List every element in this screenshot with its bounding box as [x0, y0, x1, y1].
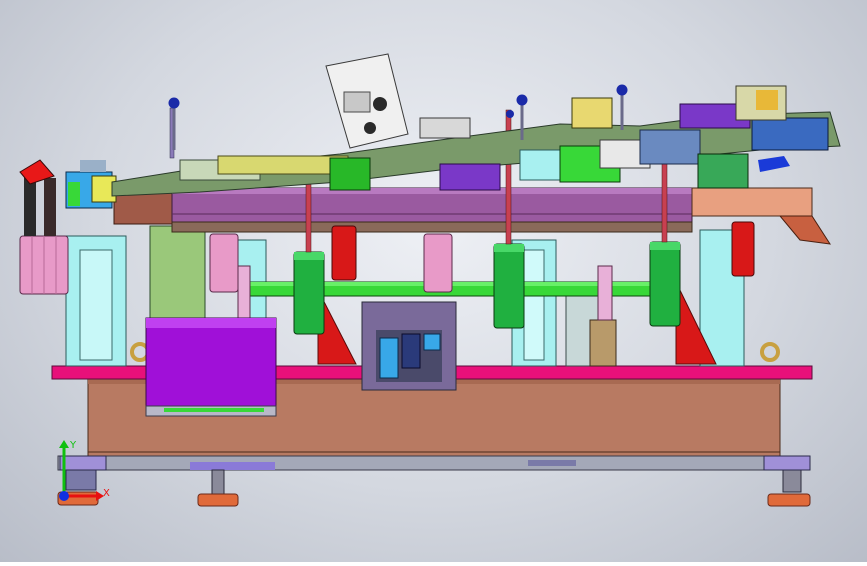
support-columns: [65, 225, 745, 367]
control-box: [145, 317, 277, 417]
coordinate-triad: X Y: [59, 440, 110, 501]
white-clamp-block: [325, 53, 409, 149]
pink-cylinders: [19, 233, 613, 321]
valve-box: [361, 301, 457, 391]
top-fixture-stack: [111, 85, 841, 197]
green-cylinders: [293, 241, 681, 335]
left-clamp-assembly: [19, 159, 117, 236]
leveling-feet: [57, 455, 811, 507]
handle-knobs: [168, 84, 628, 150]
red-cylinders: [331, 221, 755, 281]
triad-y-label: Y: [69, 440, 77, 451]
triad-x-label: X: [103, 488, 110, 499]
main-beam: [113, 187, 832, 245]
triad-z-axis: [59, 491, 69, 501]
piston-rods: [169, 107, 668, 253]
